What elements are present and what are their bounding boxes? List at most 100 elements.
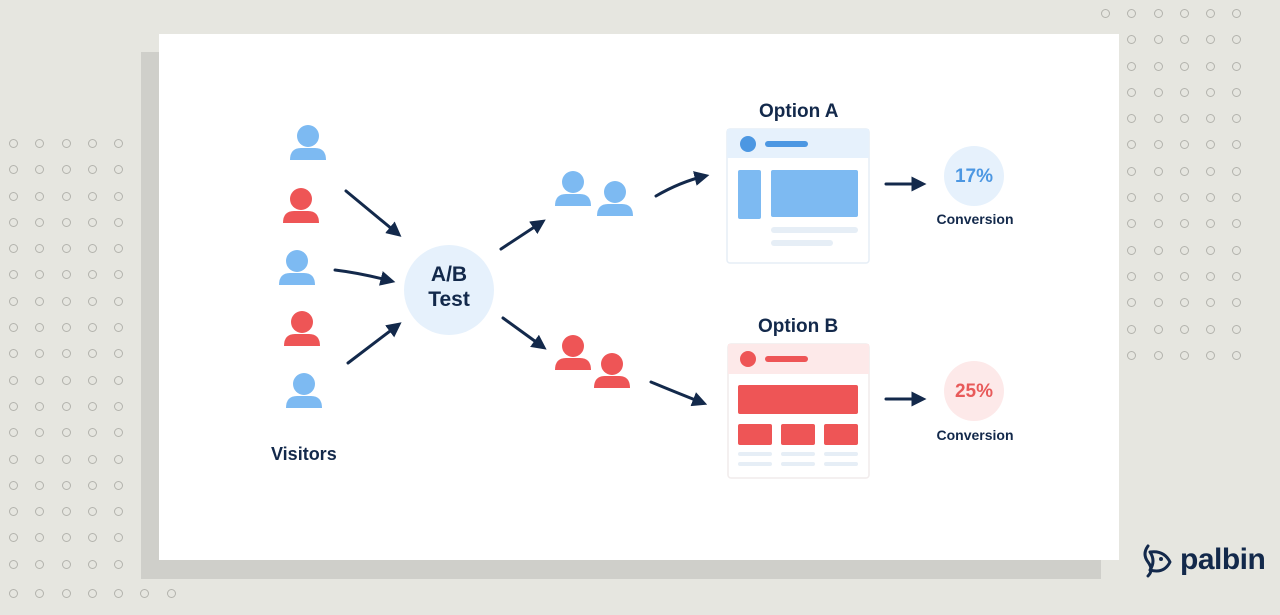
dot <box>1206 350 1216 360</box>
dot <box>1232 324 1242 334</box>
dot <box>114 507 124 517</box>
dot <box>35 244 45 254</box>
dot <box>1127 298 1137 308</box>
dot <box>87 191 97 201</box>
dot <box>1206 140 1216 150</box>
dot <box>1153 114 1163 124</box>
dot <box>61 323 71 333</box>
dot <box>1127 166 1137 176</box>
dot <box>61 165 71 175</box>
dot <box>1232 193 1242 203</box>
dot-pattern-left <box>9 139 140 586</box>
dot <box>61 349 71 359</box>
dot <box>87 454 97 464</box>
ab-test-diagram <box>279 125 1004 479</box>
dot <box>87 349 97 359</box>
dot <box>9 401 18 411</box>
dot <box>1206 35 1216 45</box>
dot <box>1206 193 1216 203</box>
dot <box>87 165 97 175</box>
dot <box>1232 114 1242 124</box>
dot <box>9 428 18 438</box>
dot <box>1153 9 1163 18</box>
dot <box>1206 271 1216 281</box>
arrow-icon <box>654 171 710 198</box>
dot <box>1153 35 1163 45</box>
person-icon <box>283 188 319 223</box>
dot <box>9 375 18 385</box>
dot <box>9 507 18 517</box>
dot <box>61 401 71 411</box>
option-a-rate: 17% <box>954 166 994 187</box>
person-icon <box>279 250 315 285</box>
dot <box>1127 35 1137 45</box>
dot <box>61 217 71 227</box>
conversion-a-circle <box>944 146 1004 206</box>
dot <box>87 401 97 411</box>
dot <box>87 296 97 306</box>
dot <box>1206 298 1216 308</box>
dot <box>1232 245 1242 255</box>
dot <box>1127 61 1137 71</box>
dot <box>1232 166 1242 176</box>
dot <box>9 191 18 201</box>
dot <box>9 454 18 464</box>
dot <box>9 533 18 543</box>
dot <box>61 296 71 306</box>
dot <box>114 139 124 148</box>
option-b-title: Option B <box>758 316 839 337</box>
ab-test-label-line2: Test <box>428 288 470 311</box>
dot <box>1127 271 1137 281</box>
dot <box>114 217 124 227</box>
dot <box>87 428 97 438</box>
dot <box>1153 350 1163 360</box>
dot <box>35 533 45 543</box>
dot <box>1153 193 1163 203</box>
diagram-card <box>159 34 1119 560</box>
dot <box>9 323 18 333</box>
dot <box>114 559 124 569</box>
dot <box>35 589 45 598</box>
dot <box>1127 193 1137 203</box>
dot <box>1179 193 1189 203</box>
dot <box>1153 324 1163 334</box>
dot <box>1127 324 1137 334</box>
dot <box>35 428 45 438</box>
dot <box>61 559 71 569</box>
dot-pattern-right <box>1101 9 1259 377</box>
ab-test-node <box>404 245 494 335</box>
dot <box>1127 245 1137 255</box>
dot <box>87 139 97 148</box>
dot <box>35 270 45 280</box>
dot <box>1179 114 1189 124</box>
dot <box>1206 87 1216 97</box>
dot <box>87 244 97 254</box>
dot <box>1179 87 1189 97</box>
dot <box>114 589 124 598</box>
dot <box>1232 298 1242 308</box>
dot <box>114 401 124 411</box>
dot <box>114 375 124 385</box>
dot <box>1153 245 1163 255</box>
dot <box>35 401 45 411</box>
dot <box>9 139 18 148</box>
dot <box>35 507 45 517</box>
dot <box>35 217 45 227</box>
dot <box>1153 298 1163 308</box>
person-icon <box>594 353 630 388</box>
person-icon <box>286 373 322 408</box>
dot <box>114 349 124 359</box>
dot <box>1179 219 1189 229</box>
dot <box>61 428 71 438</box>
dot <box>87 589 97 598</box>
dot <box>61 533 71 543</box>
dot <box>114 428 124 438</box>
conversion-b-circle <box>944 361 1004 421</box>
dot <box>1206 166 1216 176</box>
dot <box>61 589 71 598</box>
arrow-icon <box>649 380 708 407</box>
dot <box>9 165 18 175</box>
dot <box>35 323 45 333</box>
brand-name: palbin <box>1180 543 1266 576</box>
dot <box>35 559 45 569</box>
